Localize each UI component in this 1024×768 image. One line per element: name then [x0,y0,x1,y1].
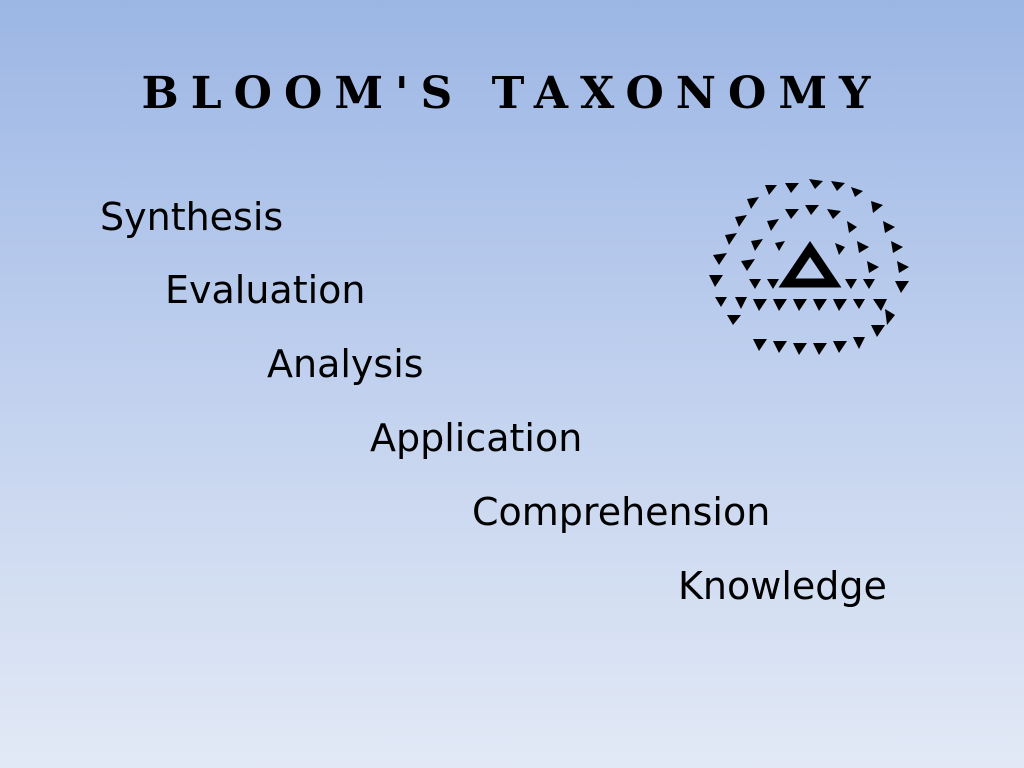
level-analysis: Analysis [267,342,424,386]
slide-title: Bloom's Taxonomy [141,68,883,119]
level-knowledge: Knowledge [678,564,887,608]
level-comprehension: Comprehension [472,490,771,534]
level-evaluation: Evaluation [165,268,366,312]
level-synthesis: Synthesis [100,195,284,239]
triangle-pattern-icon [709,179,909,355]
level-application: Application [370,416,583,460]
